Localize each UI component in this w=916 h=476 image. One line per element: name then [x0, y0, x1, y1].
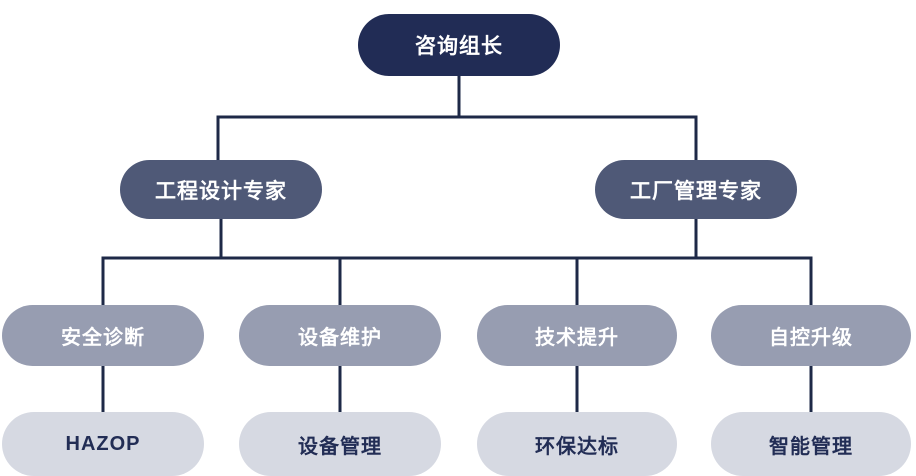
org-node-factory-management-expert: 工厂管理专家 [595, 160, 797, 219]
org-node-label: 技术提升 [535, 327, 619, 349]
org-node-environmental-compliance: 环保达标 [477, 412, 677, 476]
org-node-label: 设备维护 [298, 327, 382, 349]
org-node-engineering-design-expert: 工程设计专家 [120, 160, 322, 219]
org-node-hazop: HAZOP [2, 412, 204, 476]
org-node-label: 工程设计专家 [155, 179, 287, 203]
org-node-smart-management: 智能管理 [711, 412, 911, 476]
org-node-automation-upgrade: 自控升级 [711, 305, 911, 366]
org-node-safety-diagnosis: 安全诊断 [2, 305, 204, 366]
org-node-label: 工厂管理专家 [630, 179, 762, 203]
org-node-technology-improvement: 技术提升 [477, 305, 677, 366]
org-node-label: 安全诊断 [61, 327, 145, 349]
org-node-label: 环保达标 [535, 435, 619, 458]
org-node-label: 自控升级 [769, 327, 853, 349]
org-node-label: 咨询组长 [415, 35, 503, 58]
org-node-root: 咨询组长 [358, 14, 560, 76]
org-node-label: 智能管理 [769, 435, 853, 458]
org-node-label: HAZOP [65, 432, 141, 455]
org-node-equipment-management: 设备管理 [239, 412, 441, 476]
org-node-equipment-maintenance: 设备维护 [239, 305, 441, 366]
org-node-label: 设备管理 [298, 435, 382, 458]
